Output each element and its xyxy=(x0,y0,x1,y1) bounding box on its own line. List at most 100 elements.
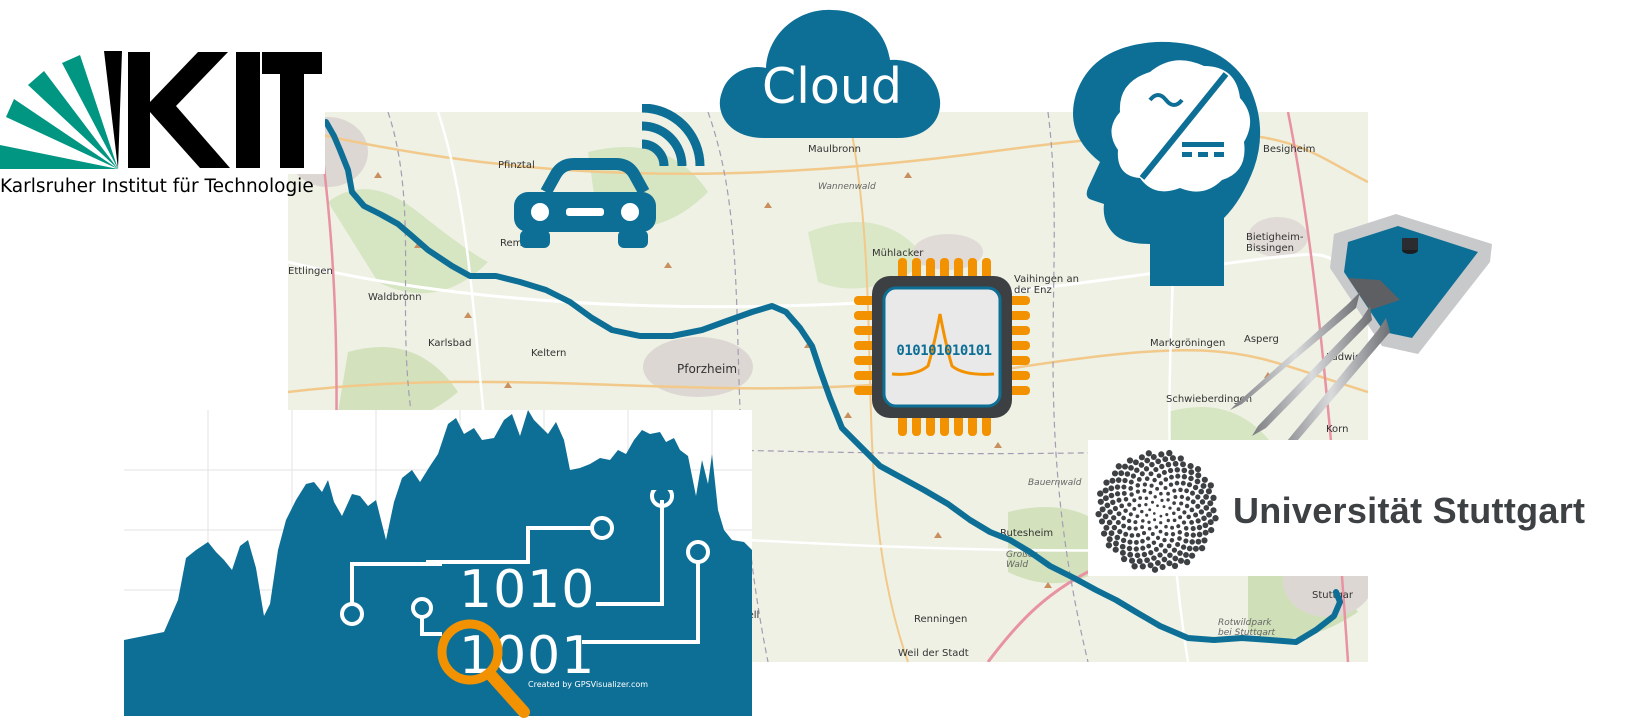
logo-dot xyxy=(1195,518,1201,524)
logo-dot xyxy=(1119,543,1126,550)
logo-dot xyxy=(1133,546,1139,552)
place-label: Rotwildpark bei Stuttgart xyxy=(1218,618,1276,638)
logo-dot xyxy=(1167,552,1173,558)
logo-dot xyxy=(1183,538,1189,544)
logo-dot xyxy=(1170,532,1176,537)
chip-binary-label: 010101010101 xyxy=(896,343,992,359)
logo-dot xyxy=(1150,500,1155,504)
logo-dot xyxy=(1188,469,1195,476)
logo-dot xyxy=(1120,555,1128,563)
place-label: Waldbronn xyxy=(368,292,422,303)
logo-dot xyxy=(1150,532,1155,536)
logo-dot xyxy=(1172,488,1177,493)
logo-dot xyxy=(1129,492,1134,497)
logo-dot xyxy=(1127,502,1132,507)
microchip-icon xyxy=(854,258,1030,436)
logo-dot xyxy=(1151,566,1159,573)
logo-dot xyxy=(1200,482,1207,489)
logo-dot xyxy=(1162,505,1166,509)
logo-dot xyxy=(1140,525,1145,530)
logo-dot xyxy=(1139,471,1145,477)
logo-dot xyxy=(1174,467,1181,473)
logo-dot xyxy=(1147,520,1151,524)
logo-dot xyxy=(1184,503,1190,509)
logo-dot xyxy=(1170,525,1175,530)
logo-dot xyxy=(1126,518,1132,524)
logo-dot xyxy=(1154,525,1159,529)
logo-dot xyxy=(1165,461,1172,468)
logo-dot xyxy=(1121,515,1126,521)
logo-dot xyxy=(1189,519,1195,525)
logo-dot xyxy=(1185,496,1191,501)
logo-dot xyxy=(1184,488,1189,494)
logo-dot xyxy=(1160,498,1164,502)
place-label: Maulbronn xyxy=(808,144,861,155)
logo-dot xyxy=(1111,515,1117,521)
logo-dot xyxy=(1162,548,1168,554)
logo-dot xyxy=(1180,480,1186,486)
logo-dot xyxy=(1127,539,1133,545)
logo-dot xyxy=(1201,476,1208,483)
logo-dot xyxy=(1177,557,1185,564)
logo-dot xyxy=(1144,557,1150,564)
logo-dot xyxy=(1118,470,1125,477)
logo-dot xyxy=(1103,524,1110,531)
logo-dot xyxy=(1131,563,1138,570)
logo-dot xyxy=(1121,484,1127,490)
logo-dot xyxy=(1147,526,1152,531)
kit-subtitle: Karlsruher Institut für Technologie xyxy=(0,176,314,197)
logo-dot xyxy=(1207,482,1214,489)
logo-dot xyxy=(1116,497,1122,503)
logo-dot xyxy=(1132,498,1137,503)
logo-dot xyxy=(1139,563,1146,570)
binary-line-1: 1010 xyxy=(459,560,596,620)
logo-dot xyxy=(1127,525,1132,531)
logo-dot xyxy=(1110,499,1116,505)
logo-dot xyxy=(1140,509,1144,514)
logo-dot xyxy=(1112,505,1118,512)
logo-dot xyxy=(1192,545,1199,552)
logo-dot xyxy=(1159,563,1166,571)
logo-dot xyxy=(1141,519,1145,523)
logo-dot xyxy=(1203,494,1209,500)
logo-dot xyxy=(1151,555,1157,561)
logo-dot xyxy=(1153,546,1159,552)
logo-dot xyxy=(1119,503,1125,509)
logo-dot xyxy=(1142,488,1147,493)
logo-dot xyxy=(1114,491,1121,497)
logo-dot xyxy=(1202,529,1209,536)
logo-dot xyxy=(1135,532,1141,538)
logo-dot xyxy=(1123,508,1128,513)
logo-dot xyxy=(1189,539,1195,545)
data-circuit-graphic xyxy=(340,490,710,644)
logo-dot xyxy=(1149,483,1154,488)
logo-dot xyxy=(1109,477,1116,484)
logo-dot xyxy=(1115,519,1121,526)
logo-dot xyxy=(1097,498,1104,505)
logo-dot xyxy=(1108,530,1115,537)
logo-dot xyxy=(1165,513,1169,517)
logo-dot xyxy=(1116,511,1122,517)
place-label: Karlsbad xyxy=(428,338,472,349)
logo-dot xyxy=(1199,499,1206,505)
logo-dot xyxy=(1167,467,1174,474)
logo-dot xyxy=(1176,507,1181,512)
logo-dot xyxy=(1172,555,1179,562)
logo-dot xyxy=(1133,526,1138,531)
place-label: Ludwig xyxy=(1326,352,1362,363)
logo-dot xyxy=(1130,473,1137,479)
place-label: Keltern xyxy=(531,348,567,359)
logo-dot xyxy=(1155,535,1161,540)
logo-dot xyxy=(1174,480,1180,486)
logo-dot xyxy=(1158,451,1165,458)
logo-dot xyxy=(1186,545,1193,552)
stuttgart-logo-icon xyxy=(1095,449,1219,573)
logo-dot xyxy=(1099,506,1106,513)
logo-dot xyxy=(1105,542,1113,549)
logo-dot xyxy=(1134,552,1141,559)
logo-dot xyxy=(1117,528,1123,535)
logo-dot xyxy=(1190,526,1196,532)
logo-dot xyxy=(1143,466,1150,472)
logo-dot xyxy=(1135,483,1141,488)
logo-dot xyxy=(1102,487,1109,494)
